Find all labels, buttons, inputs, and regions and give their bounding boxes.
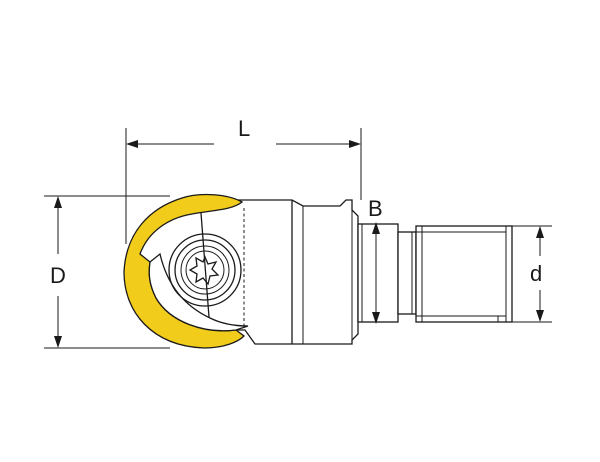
dimension-length: L [125, 116, 362, 244]
length-label: L [238, 116, 250, 141]
cutting-diameter-label: D [50, 263, 66, 288]
torx-screw-icon [168, 233, 242, 307]
threaded-shank [415, 225, 513, 323]
tool-collar [357, 223, 417, 323]
width-label: B [368, 196, 383, 221]
dimension-cutting-diameter: D [44, 195, 170, 349]
dimension-width: B [368, 196, 383, 324]
shank-diameter-label: d [530, 261, 542, 286]
tool-body [199, 199, 359, 345]
dimension-shank-diameter: d [512, 225, 552, 323]
